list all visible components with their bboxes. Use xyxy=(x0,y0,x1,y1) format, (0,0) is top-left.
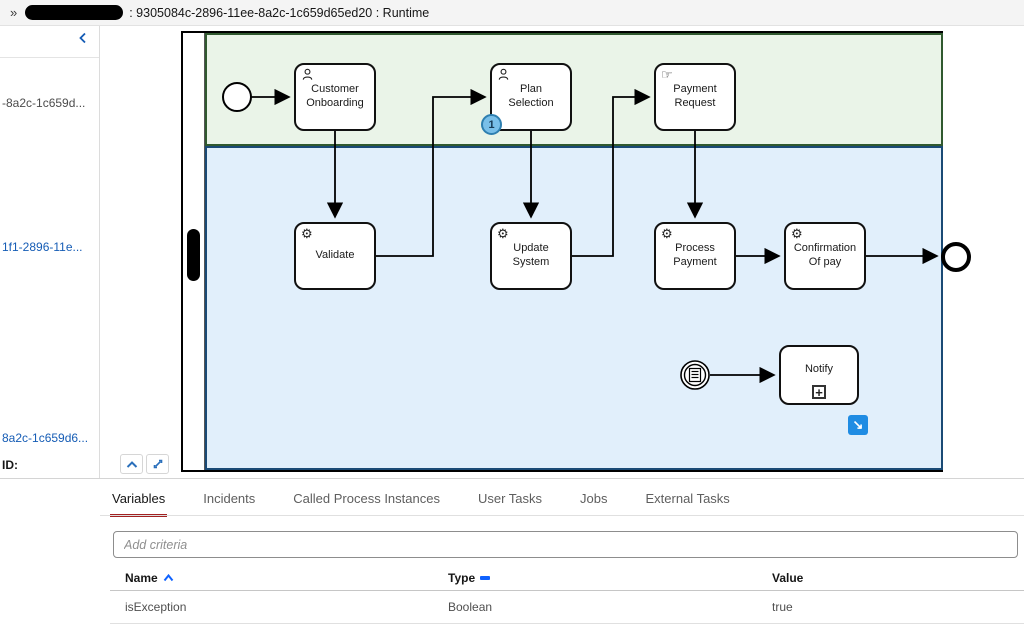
column-header-type[interactable]: Type xyxy=(433,571,757,585)
task-label: Confirmation Of pay xyxy=(793,242,857,268)
tab-jobs[interactable]: Jobs xyxy=(580,491,608,506)
variable-type-cell: Boolean xyxy=(448,600,493,614)
sidebar-id-label: ID: xyxy=(2,458,18,472)
chevron-left-icon xyxy=(79,32,86,43)
task-process-payment[interactable]: ⚙ Process Payment xyxy=(654,222,736,290)
expand-diagonal-icon xyxy=(153,459,162,469)
subprocess-expand-icon[interactable]: + xyxy=(812,385,826,399)
detail-tabs: Variables Incidents Called Process Insta… xyxy=(110,487,732,517)
tab-external-tasks[interactable]: External Tasks xyxy=(645,491,730,506)
task-label: Update System xyxy=(512,242,550,268)
collapse-panel-button[interactable] xyxy=(120,454,143,474)
gear-icon: ⚙ xyxy=(497,226,509,241)
sort-asc-icon[interactable] xyxy=(163,573,174,582)
sort-neutral-icon[interactable] xyxy=(480,575,491,580)
left-sidebar: -8a2c-1c659d... 1f1-2896-11e... 8a2c-1c6… xyxy=(0,26,100,478)
collapse-sidebar-button[interactable] xyxy=(73,30,93,48)
tab-user-tasks[interactable]: User Tasks xyxy=(477,491,543,506)
variable-name-cell: isException xyxy=(125,600,187,614)
gear-icon: ⚙ xyxy=(661,226,673,241)
instance-runtime-title: : 9305084c-2896-11ee-8a2c-1c659d65ed20 :… xyxy=(129,5,430,20)
task-update-system[interactable]: ⚙ Update System xyxy=(490,222,572,290)
tab-variables[interactable]: Variables xyxy=(110,487,168,517)
task-label: Validate xyxy=(315,249,355,262)
sidebar-divider xyxy=(0,57,99,58)
subprocess-notify[interactable]: Notify + xyxy=(779,345,859,405)
variables-table: Name Type Value isException Boolean true xyxy=(110,565,1024,624)
redacted-process-name xyxy=(25,5,124,20)
sidebar-instance-link[interactable]: 8a2c-1c659d6... xyxy=(2,431,89,445)
lane-system xyxy=(205,146,943,470)
task-label: Process Payment xyxy=(673,242,717,268)
task-label: Notify xyxy=(804,363,834,376)
task-plan-selection[interactable]: Plan Selection xyxy=(490,63,572,131)
user-icon xyxy=(497,68,510,81)
breadcrumb-chevron-icon: » xyxy=(10,5,18,20)
pool-label-band xyxy=(183,33,205,470)
variable-value-cell: true xyxy=(772,600,793,614)
add-criteria-input[interactable] xyxy=(113,531,1018,558)
tab-called-process-instances[interactable]: Called Process Instances xyxy=(293,491,440,506)
task-label: Customer Onboarding xyxy=(306,83,364,109)
drilldown-arrow-icon: ↘ xyxy=(852,417,864,432)
redacted-pool-name xyxy=(187,229,200,281)
activity-instance-count-badge[interactable]: 1 xyxy=(481,114,502,135)
task-customer-onboarding[interactable]: Customer Onboarding xyxy=(294,63,376,131)
user-icon xyxy=(301,68,314,81)
gear-icon: ⚙ xyxy=(791,226,803,241)
task-payment-request[interactable]: ☞ Payment Request xyxy=(654,63,736,131)
tab-incidents[interactable]: Incidents xyxy=(203,491,256,506)
detail-panel: Variables Incidents Called Process Insta… xyxy=(0,478,1024,630)
chevron-up-icon xyxy=(126,460,137,468)
maximize-diagram-button[interactable] xyxy=(146,454,169,474)
gear-icon: ⚙ xyxy=(301,226,313,241)
task-validate[interactable]: ⚙ Validate xyxy=(294,222,376,290)
hand-icon: ☞ xyxy=(661,67,673,82)
column-header-name[interactable]: Name xyxy=(110,571,433,585)
table-header-row: Name Type Value xyxy=(110,565,1024,591)
column-header-value: Value xyxy=(772,570,804,585)
sidebar-instance-id-fragment: -8a2c-1c659d... xyxy=(2,96,86,110)
task-label: Payment Request xyxy=(673,83,717,109)
top-bar: » : 9305084c-2896-11ee-8a2c-1c659d65ed20… xyxy=(0,0,1024,26)
table-row[interactable]: isException Boolean true xyxy=(110,591,1024,624)
tabs-divider xyxy=(100,515,1024,516)
task-label: Plan Selection xyxy=(508,83,554,109)
sidebar-instance-link[interactable]: 1f1-2896-11e... xyxy=(2,240,83,254)
task-confirmation-of-pay[interactable]: ⚙ Confirmation Of pay xyxy=(784,222,866,290)
drilldown-button[interactable]: ↘ xyxy=(848,415,868,435)
